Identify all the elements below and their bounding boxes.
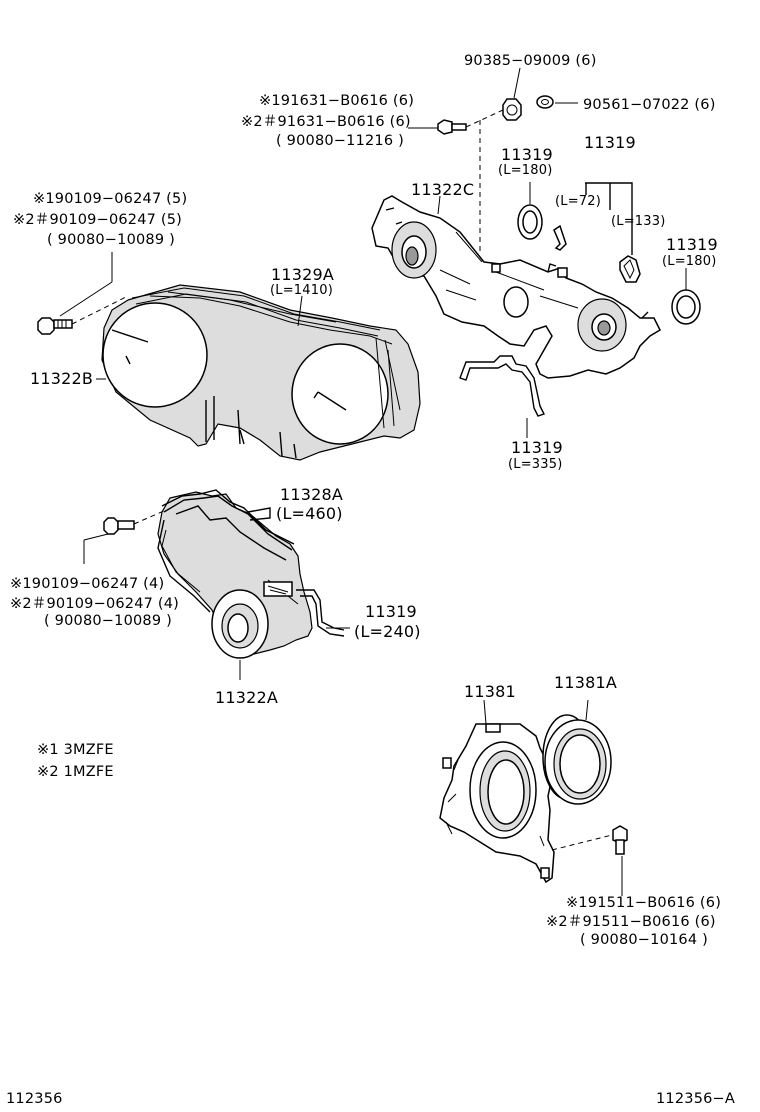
label-washer-90561: 90561−07022 (6) <box>583 97 716 113</box>
bolt-top <box>438 120 466 134</box>
label-gasket-11329a-len: (L=1410) <box>270 283 333 298</box>
gasket-strip-72 <box>554 226 566 250</box>
label-gasket-180-a-len: (L=180) <box>498 163 553 178</box>
label-gasket-335-len: (L=335) <box>508 457 563 472</box>
bolt-bottom <box>613 826 627 854</box>
label-gasket-11329a: 11329A <box>271 265 335 284</box>
label-gasket-group: 11319 <box>584 133 636 152</box>
cover-11322b <box>102 285 420 460</box>
washer-90561 <box>537 96 553 108</box>
label-gasket-11328a: 11328A <box>280 485 344 504</box>
label-bolt-top-3: ( 90080−11216 ) <box>276 133 404 149</box>
bolt-left-upper <box>38 318 72 334</box>
label-bolt-mid-3: ( 90080−10089 ) <box>44 613 172 629</box>
label-gasket-180-a: 11319 <box>501 145 553 164</box>
label-seal-11381a: 11381A <box>554 673 618 692</box>
label-bolt-bottom-3: ( 90080−10164 ) <box>580 932 708 948</box>
label-bolt-left-2: ※2＃90109−06247 (5) <box>13 212 183 228</box>
label-gasket-11328a-len: (L=460) <box>276 504 343 523</box>
label-note-2: ※2 1MZFE <box>37 764 114 780</box>
nut-90385 <box>503 99 521 120</box>
label-bolt-left-1: ※190109−06247 (5) <box>33 191 188 207</box>
label-bolt-bottom-2: ※2＃91511−B0616 (6) <box>546 914 716 930</box>
label-bolt-mid-2: ※2＃90109−06247 (4) <box>10 596 180 612</box>
label-cover-11322a: 11322A <box>215 688 279 707</box>
label-len-72: (L=72) <box>555 194 602 209</box>
gasket-strip-335 <box>460 356 544 416</box>
label-bolt-bottom-1: ※191511−B0616 (6) <box>566 895 722 911</box>
cover-11322c <box>372 196 660 378</box>
oil-seal-11381a <box>543 715 611 804</box>
cover-11322a <box>158 492 312 658</box>
gasket-ring-180-b <box>672 290 700 324</box>
label-gasket-180-b-len: (L=180) <box>662 254 717 269</box>
bolt-left-middle <box>104 518 134 534</box>
label-gasket-240: 11319 <box>365 602 417 621</box>
label-len-133: (L=133) <box>611 214 666 229</box>
label-bolt-mid-1: ※190109−06247 (4) <box>10 576 165 592</box>
gasket-11329a <box>132 288 380 336</box>
label-cover-11322b: 11322B <box>30 369 94 388</box>
footer-ref-right: 112356−A <box>656 1091 736 1107</box>
label-bolt-top-1: ※191631−B0616 (6) <box>259 93 415 109</box>
label-gasket-240-len: (L=240) <box>354 622 421 641</box>
label-nut-90385: 90385−09009 (6) <box>464 53 597 69</box>
label-gasket-335: 11319 <box>511 438 563 457</box>
label-cover-11322c: 11322C <box>411 180 475 199</box>
label-note-1: ※1 3MZFE <box>37 742 114 758</box>
retainer-11381 <box>440 724 554 882</box>
gasket-strip-133 <box>620 256 640 282</box>
label-bolt-top-2: ※2＃91631−B0616 (6) <box>241 114 411 130</box>
footer-ref-left: 112356 <box>6 1091 63 1107</box>
label-retainer-11381: 11381 <box>464 682 516 701</box>
gasket-11328a <box>162 490 294 550</box>
gasket-ring-180-a <box>518 205 542 239</box>
label-gasket-180-b: 11319 <box>666 235 718 254</box>
label-bolt-left-3: ( 90080−10089 ) <box>47 232 175 248</box>
